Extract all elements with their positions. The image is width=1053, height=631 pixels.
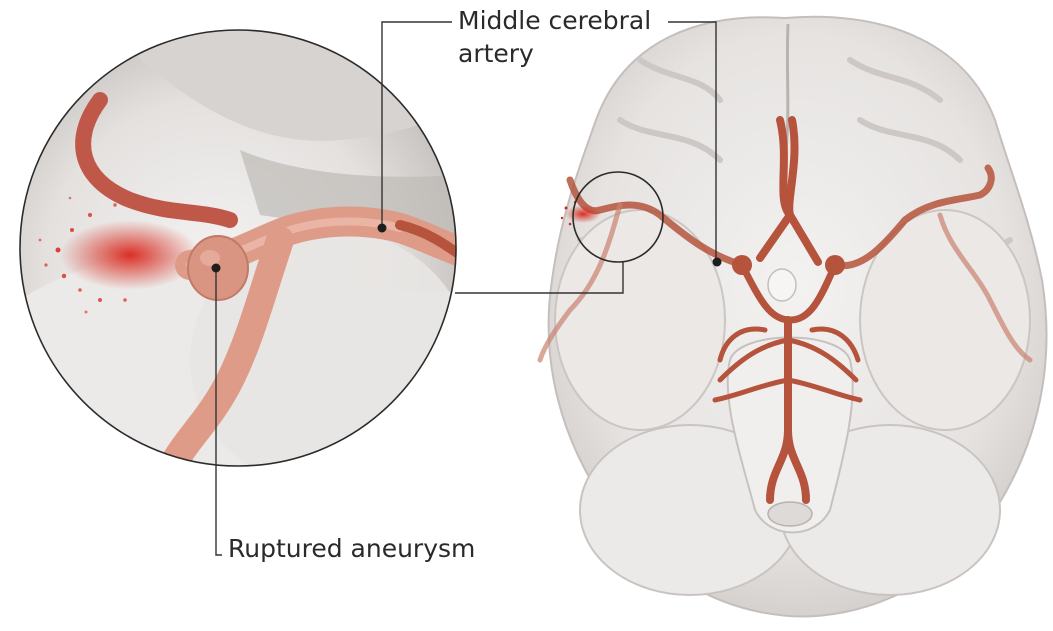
label-mca-line2: artery — [458, 37, 651, 70]
pituitary-stalk — [768, 269, 796, 301]
spinal-cord-section — [768, 502, 812, 526]
zoom-inset — [20, 20, 470, 490]
mca-zoom-pointer-dot — [378, 224, 387, 233]
right-internal-carotid — [825, 255, 845, 275]
label-middle-cerebral-artery: Middle cerebral artery — [458, 4, 651, 70]
aneurysm-pointer-dot — [212, 264, 221, 273]
mca-brain-pointer-dot — [713, 258, 722, 267]
aneurysm-highlight — [200, 250, 220, 266]
left-internal-carotid — [732, 255, 752, 275]
longitudinal-fissure — [786, 24, 788, 150]
label-ruptured-aneurysm: Ruptured aneurysm — [228, 532, 475, 565]
label-mca-line1: Middle cerebral — [458, 4, 651, 37]
